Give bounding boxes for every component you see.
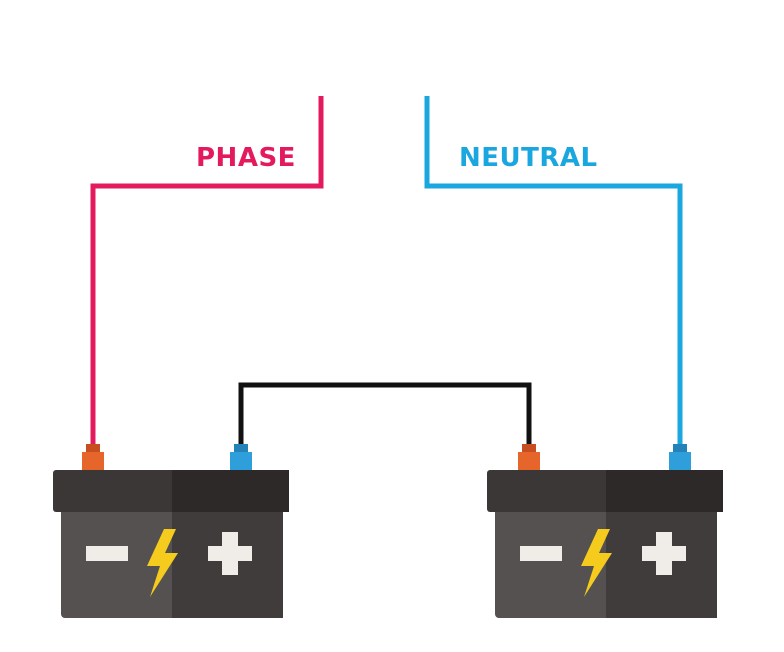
link-wire <box>238 382 532 452</box>
lightning-bolt-icon <box>581 529 612 597</box>
neutral-label: NEUTRAL <box>459 143 598 173</box>
plus-icon <box>208 532 252 575</box>
neutral-wire <box>424 96 683 448</box>
plus-icon <box>642 532 686 575</box>
left-battery <box>53 444 289 618</box>
phase-wire <box>90 96 324 448</box>
positive-terminal-left <box>230 444 252 471</box>
negative-terminal-right <box>518 444 540 471</box>
negative-terminal-left <box>82 444 104 471</box>
lightning-bolt-icon <box>147 529 178 597</box>
minus-icon <box>520 546 562 561</box>
right-battery <box>487 444 723 618</box>
phase-label: PHASE <box>196 143 296 173</box>
minus-icon <box>86 546 128 561</box>
positive-terminal-right <box>669 444 691 471</box>
